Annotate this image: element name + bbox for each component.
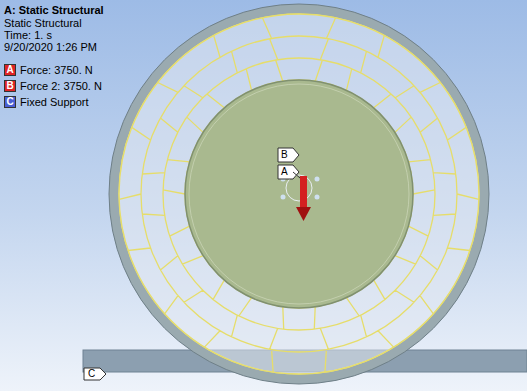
force-arrow-head	[296, 207, 311, 221]
view-title: A: Static Structural	[4, 4, 104, 17]
hub	[185, 80, 413, 308]
callout-letter: B	[281, 149, 288, 161]
legend-letter: A	[5, 65, 15, 75]
callout-leader	[293, 172, 300, 178]
pin-dot	[315, 177, 320, 182]
legend-swatch: C	[4, 96, 16, 108]
legend-text: Fixed Support	[20, 96, 88, 109]
legend-text: Force 2: 3750. N	[20, 80, 102, 93]
legend-swatch: B	[4, 80, 16, 92]
legend-text: Force: 3750. N	[20, 64, 93, 77]
hub-edge	[189, 84, 409, 304]
info-line: Static Structural	[4, 17, 82, 30]
honeycomb-cells	[119, 14, 479, 374]
callout-flag	[84, 368, 106, 380]
callout-letter: A	[281, 166, 288, 178]
info-line: 9/20/2020 1:26 PM	[4, 41, 97, 54]
pin-dot	[281, 195, 286, 200]
legend-letter: B	[5, 81, 15, 91]
callout-letter: C	[88, 368, 95, 380]
callout-flag	[278, 148, 299, 162]
callout-flag	[278, 165, 299, 179]
info-line: Time: 1. s	[4, 29, 52, 42]
rim-edge	[109, 4, 489, 384]
legend-swatch: A	[4, 64, 16, 76]
pin-dot	[315, 195, 320, 200]
legend-letter: C	[5, 97, 15, 107]
force-arrow-shaft	[300, 176, 307, 209]
rim-inner-edge	[119, 14, 479, 374]
outer-rim	[114, 9, 484, 379]
cell-walls	[119, 18, 479, 372]
